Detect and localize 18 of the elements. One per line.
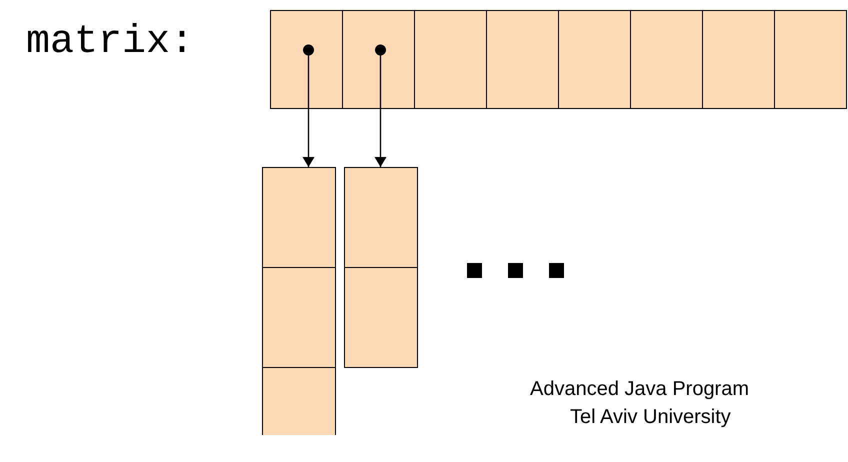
array-cell xyxy=(558,10,631,109)
array-cell xyxy=(270,10,343,109)
array-cell xyxy=(262,267,336,368)
pointer-arrow xyxy=(374,109,386,167)
footer-text: Tel Aviv University xyxy=(570,406,731,429)
array-cell xyxy=(342,10,415,109)
footer-text: Advanced Java Program xyxy=(530,378,750,401)
array-cell xyxy=(262,367,336,435)
variable-name: matrix: xyxy=(26,20,194,65)
array-cell xyxy=(486,10,559,109)
array-cell xyxy=(414,10,487,109)
pointer-arrow xyxy=(302,109,314,167)
array-cell xyxy=(262,167,336,268)
array-cell xyxy=(702,10,775,109)
array-cell xyxy=(630,10,703,109)
array-cell xyxy=(344,267,418,368)
array-cell xyxy=(774,10,847,109)
array-cell xyxy=(344,167,418,268)
